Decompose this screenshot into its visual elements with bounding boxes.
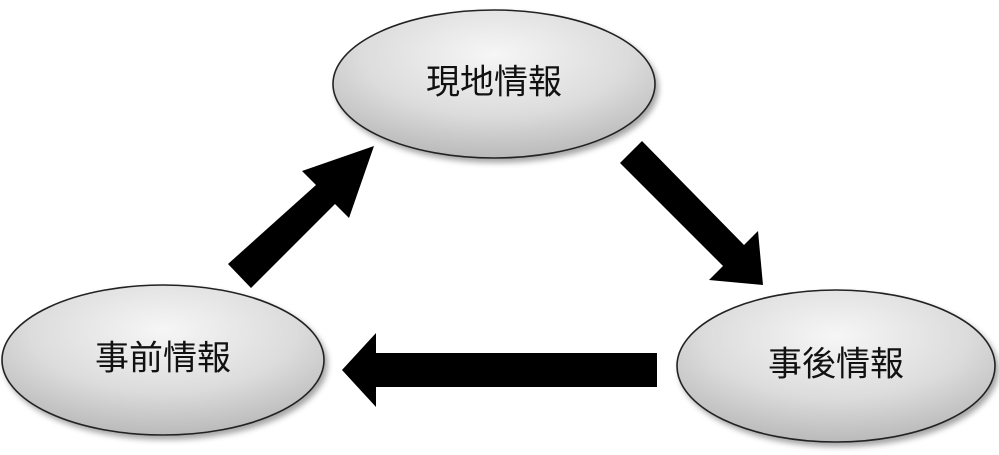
node-current-label: 現地情報 <box>426 63 562 103</box>
arrow-current-to-after <box>620 141 763 285</box>
node-after-ellipse <box>676 289 996 443</box>
node-before-ellipse <box>1 284 325 436</box>
arrow-before-to-current <box>228 146 374 288</box>
node-current-ellipse <box>332 9 656 159</box>
node-before-label: 事前情報 <box>95 339 231 379</box>
node-after-label: 事後情報 <box>768 345 904 385</box>
node-current-info: 現地情報 <box>332 9 656 159</box>
node-after-info: 事後情報 <box>676 289 996 443</box>
node-before-info: 事前情報 <box>1 284 325 436</box>
arrow-after-to-before <box>342 333 657 407</box>
